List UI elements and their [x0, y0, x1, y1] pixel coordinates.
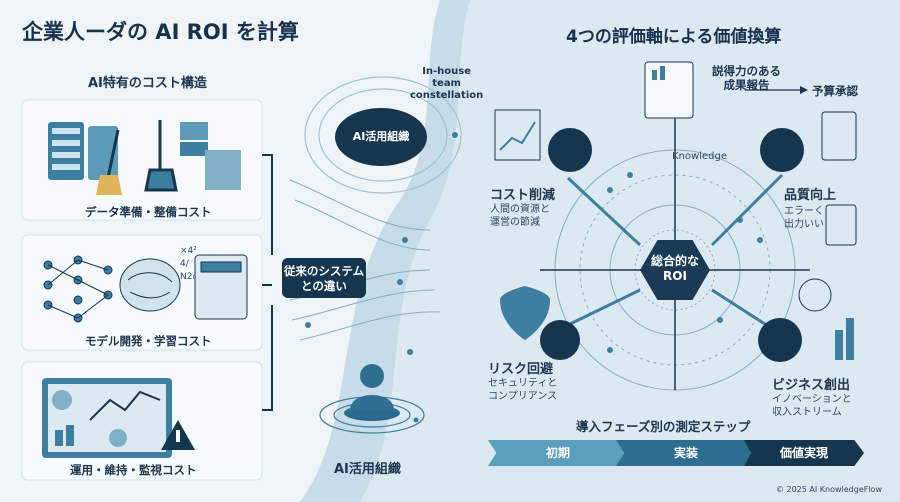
ai-org-oval: AI活用組織	[335, 108, 427, 166]
cost-structure-heading: AI特有のコスト構造	[88, 76, 207, 91]
cost-label-model: モデル開発・学習コスト	[85, 334, 212, 348]
phase-title: 導入フェーズ別の測定ステップ	[576, 419, 751, 434]
cost-label-ops: 運用・維持・監視コスト	[70, 463, 197, 477]
monitoring-dashboard-icon	[42, 378, 195, 458]
axis-business-desc: イノベーションと 収入ストリーム	[772, 394, 852, 418]
axis-cost-desc: 人間の資源と 運営の節減	[490, 204, 550, 228]
cost-label-data: データ準備・整備コスト	[85, 205, 212, 219]
ai-org-oval-label: AI活用組織	[352, 130, 410, 143]
ai-org-bottom-label: AI活用組織	[334, 462, 401, 477]
data-server-icon	[48, 120, 241, 195]
knowledge-label: Knowledge	[672, 151, 727, 162]
phase-step-implement: 実装	[616, 440, 756, 466]
roi-center-label: 総合的な ROI	[650, 254, 699, 283]
footer-credit: © 2025 AI KnowledgeFlow	[775, 485, 882, 494]
approval-label: 予算承認	[812, 84, 858, 98]
phase-step-initial: 初期	[488, 440, 628, 466]
axis-cost-title: コスト削減	[490, 188, 556, 203]
roi-center: 総合的な ROI	[640, 240, 710, 300]
inhouse-label: In-house team constellation	[410, 66, 484, 101]
axis-quality-desc: エラーく 出力いい	[784, 206, 824, 230]
axis-risk-title: リスク回避	[488, 362, 554, 377]
neural-brain-icon	[43, 254, 248, 323]
axis-risk-desc: セキュリティと コンプリアンス	[488, 378, 558, 402]
page-title: 企業人ーダの AI ROI を計算	[22, 20, 299, 44]
phase-step-value: 価値実現	[744, 440, 864, 466]
axis-business-title: ビジネス創出	[772, 378, 851, 393]
report-label: 説得力のある 成果報告	[712, 64, 781, 92]
axis-quality-title: 品質向上	[784, 188, 837, 203]
math-note: ×4² 4/ N2₀	[180, 246, 197, 282]
right-title: 4つの評価軸による価値換算	[566, 27, 782, 47]
connector-box: 従来のシステム との違い	[282, 258, 366, 298]
